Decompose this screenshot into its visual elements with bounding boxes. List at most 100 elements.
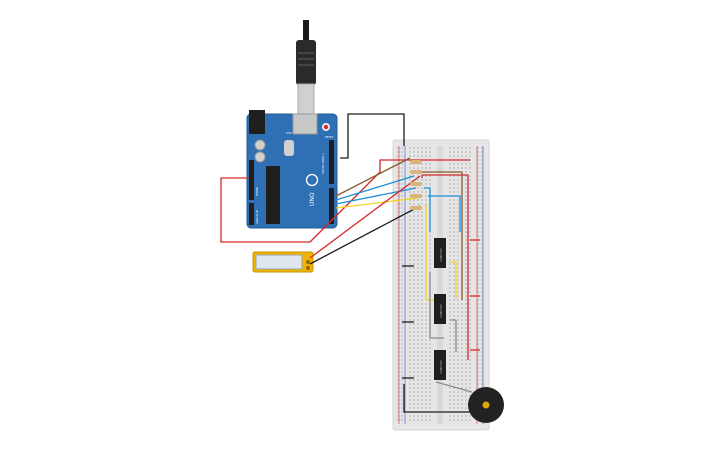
- breadboard-hole: [429, 147, 431, 149]
- breadboard: [392, 139, 490, 431]
- breadboard-hole: [413, 151, 415, 153]
- breadboard-hole: [421, 323, 423, 325]
- breadboard-hole: [401, 175, 403, 177]
- breadboard-hole: [421, 327, 423, 329]
- breadboard-hole: [429, 387, 431, 389]
- breadboard-hole: [421, 295, 423, 297]
- breadboard-hole: [401, 351, 403, 353]
- wire-brown-bus: [420, 171, 463, 300]
- breadboard-hole: [465, 155, 467, 157]
- breadboard-hole: [465, 199, 467, 201]
- breadboard-hole: [397, 231, 399, 233]
- breadboard-hole: [425, 403, 427, 405]
- breadboard-hole: [477, 211, 479, 213]
- breadboard-hole: [453, 407, 455, 409]
- breadboard-hole: [401, 299, 403, 301]
- breadboard-hole: [421, 375, 423, 377]
- breadboard-hole: [421, 331, 423, 333]
- breadboard-hole: [417, 371, 419, 373]
- breadboard-hole: [409, 267, 411, 269]
- breadboard-hole: [449, 391, 451, 393]
- breadboard-hole: [481, 211, 483, 213]
- breadboard-hole: [457, 259, 459, 261]
- breadboard-hole: [457, 419, 459, 421]
- breadboard-hole: [449, 255, 451, 257]
- breadboard-hole: [409, 359, 411, 361]
- breadboard-hole: [413, 379, 415, 381]
- breadboard-hole: [413, 315, 415, 317]
- breadboard-hole: [397, 363, 399, 365]
- breadboard-hole: [413, 279, 415, 281]
- breadboard-hole: [449, 375, 451, 377]
- breadboard-hole: [469, 199, 471, 201]
- breadboard-hole: [413, 287, 415, 289]
- ic-label: 74HC595: [439, 248, 443, 262]
- breadboard-hole: [401, 347, 403, 349]
- breadboard-hole: [469, 211, 471, 213]
- breadboard-hole: [457, 235, 459, 237]
- breadboard-hole: [421, 335, 423, 337]
- breadboard-hole: [453, 235, 455, 237]
- breadboard-hole: [409, 403, 411, 405]
- breadboard-hole: [417, 271, 419, 273]
- breadboard-hole: [425, 319, 427, 321]
- breadboard-hole: [421, 243, 423, 245]
- breadboard-hole: [465, 207, 467, 209]
- breadboard-hole: [481, 367, 483, 369]
- breadboard-hole: [417, 379, 419, 381]
- analog-label: ANALOG IN: [255, 210, 259, 224]
- breadboard-hole: [469, 147, 471, 149]
- breadboard-hole: [413, 347, 415, 349]
- breadboard-hole: [397, 267, 399, 269]
- breadboard-hole: [409, 295, 411, 297]
- ic-body: [434, 294, 446, 324]
- breadboard-hole: [461, 407, 463, 409]
- breadboard-hole: [465, 371, 467, 373]
- breadboard-hole: [465, 223, 467, 225]
- breadboard-hole: [477, 227, 479, 229]
- breadboard-hole: [453, 187, 455, 189]
- breadboard-hole: [417, 399, 419, 401]
- breadboard-hole: [477, 175, 479, 177]
- breadboard-hole: [413, 403, 415, 405]
- breadboard-hole: [421, 247, 423, 249]
- breadboard-hole: [429, 407, 431, 409]
- breadboard-hole: [477, 335, 479, 337]
- breadboard-hole: [453, 363, 455, 365]
- breadboard-hole: [477, 187, 479, 189]
- breadboard-hole: [457, 167, 459, 169]
- breadboard-hole: [449, 359, 451, 361]
- breadboard-hole: [469, 267, 471, 269]
- breadboard-hole: [425, 335, 427, 337]
- usb-plug-body: [296, 40, 316, 85]
- breadboard-hole: [465, 235, 467, 237]
- breadboard-hole: [413, 295, 415, 297]
- breadboard-hole: [469, 335, 471, 337]
- breadboard-hole: [453, 163, 455, 165]
- breadboard-hole: [413, 155, 415, 157]
- breadboard-hole: [409, 255, 411, 257]
- breadboard-hole: [457, 407, 459, 409]
- breadboard-hole: [449, 247, 451, 249]
- breadboard-hole: [453, 155, 455, 157]
- breadboard-hole: [453, 307, 455, 309]
- breadboard-hole: [477, 291, 479, 293]
- breadboard-hole: [401, 155, 403, 157]
- breadboard-hole: [469, 235, 471, 237]
- breadboard-hole: [465, 323, 467, 325]
- breadboard-hole: [465, 243, 467, 245]
- breadboard-hole: [421, 179, 423, 181]
- wire-yellow-bridge: [450, 261, 457, 298]
- breadboard-hole: [449, 295, 451, 297]
- breadboard-hole: [469, 375, 471, 377]
- ic-3: 74HC595: [434, 350, 446, 380]
- breadboard-hole: [413, 331, 415, 333]
- breadboard-hole: [409, 311, 411, 313]
- breadboard-hole: [429, 259, 431, 261]
- breadboard-hole: [425, 407, 427, 409]
- breadboard-hole: [409, 339, 411, 341]
- breadboard-hole: [397, 339, 399, 341]
- breadboard-hole: [417, 311, 419, 313]
- breadboard-hole: [417, 287, 419, 289]
- breadboard-hole: [449, 415, 451, 417]
